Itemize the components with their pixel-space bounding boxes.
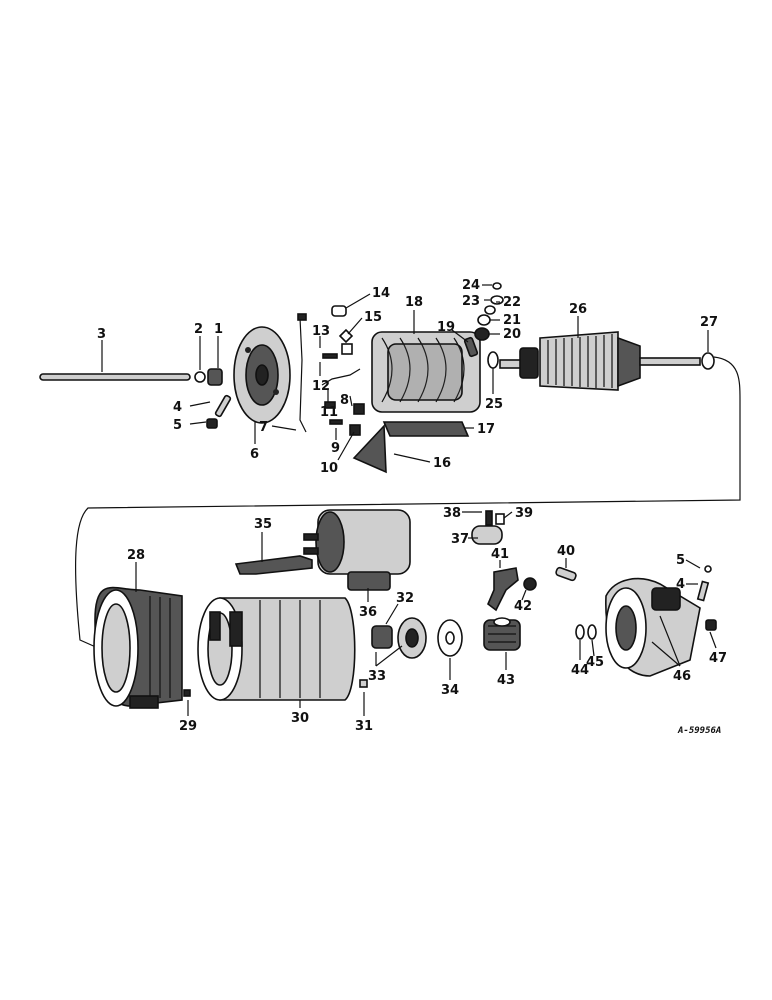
callout-23: 23 [462, 294, 480, 309]
washer-25-part [487, 351, 499, 369]
callout-26: 26 [569, 302, 587, 317]
bracket-35-part [234, 555, 313, 575]
callout-47: 47 [709, 651, 727, 666]
callout-6: 6 [250, 447, 259, 462]
callout-7: 7 [259, 420, 268, 435]
callout-40: 40 [557, 544, 575, 559]
callout-46: 46 [673, 669, 691, 684]
callout-1: 1 [214, 322, 223, 337]
washer-34-part [437, 619, 463, 657]
bracket-36-part [347, 571, 391, 591]
insulator-17-part [382, 421, 470, 437]
callout-5: 5 [173, 418, 182, 433]
commutator-end-plate-part [233, 326, 291, 424]
callout-25: 25 [485, 397, 503, 412]
callout-24: 24 [462, 278, 480, 293]
callout-38: 38 [443, 506, 461, 521]
washer-27-part [701, 352, 715, 370]
insulator-16-part [352, 424, 387, 474]
pin-plug-lower-part [696, 565, 717, 631]
bolt-40-part [555, 566, 577, 582]
callout-10: 10 [320, 461, 338, 476]
callout-44: 44 [571, 663, 589, 678]
pin-29-part [183, 689, 191, 697]
callout-35: 35 [254, 517, 272, 532]
nut-14-part [331, 305, 347, 317]
callout-41: 41 [491, 547, 509, 562]
plug-5-part [206, 418, 218, 429]
drive-end-housing-46-part [605, 577, 701, 677]
callout-19: 19 [437, 320, 455, 335]
callout-30: 30 [291, 711, 309, 726]
callout-39: 39 [515, 506, 533, 521]
callout-8: 8 [340, 393, 349, 408]
callout-labels: 3 2 1 4 5 6 7 8 9 10 11 12 13 14 15 16 1… [97, 278, 727, 734]
callout-9: 9 [331, 441, 340, 456]
callout-13: 13 [312, 324, 330, 339]
callout-11: 11 [320, 405, 338, 420]
callout-32: 32 [396, 591, 414, 606]
washer-2-part [194, 371, 206, 383]
callout-31: 31 [355, 719, 373, 734]
field-frame-18-part [371, 331, 481, 413]
callout-28: 28 [127, 548, 145, 563]
pin-4-part [214, 394, 232, 418]
drive-pinion-43-part [483, 617, 521, 651]
callout-18: 18 [405, 295, 423, 310]
frame-30-part [197, 597, 356, 701]
callout-17: 17 [477, 422, 495, 437]
callout-45: 45 [586, 655, 604, 670]
solenoid-part [303, 509, 411, 575]
plunger-37-part [471, 510, 505, 545]
callout-29: 29 [179, 719, 197, 734]
callout-37: 37 [451, 532, 469, 547]
callout-2: 2 [194, 322, 203, 337]
callout-27: 27 [700, 315, 718, 330]
drawing-code: A-59956A [677, 726, 721, 736]
armature-26-part [499, 331, 701, 391]
brush-holder-parts [321, 328, 365, 436]
callout-14: 14 [372, 286, 390, 301]
leader-lines [101, 284, 717, 716]
shift-lever-41-part [487, 567, 537, 612]
connector-line [75, 356, 741, 649]
callout-43: 43 [497, 673, 515, 688]
brush-lead-7-part [297, 313, 307, 433]
pin-31-part [359, 679, 368, 688]
callout-3: 3 [97, 327, 106, 342]
callout-4: 4 [173, 400, 182, 415]
callout-36: 36 [359, 605, 377, 620]
drive-housing-28-part [93, 586, 183, 709]
bushing-1-part [207, 368, 223, 386]
callout-4-lower: 4 [676, 577, 685, 592]
callout-34: 34 [441, 683, 459, 698]
callout-22: 22 [503, 295, 521, 310]
callout-5-lower: 5 [676, 553, 685, 568]
callout-33: 33 [368, 669, 386, 684]
callout-12: 12 [312, 379, 330, 394]
drive-sleeve-33-part [371, 617, 427, 659]
callout-15: 15 [364, 310, 382, 325]
callout-21: 21 [503, 313, 521, 328]
through-bolt-part [39, 373, 191, 381]
callout-16: 16 [433, 456, 451, 471]
callout-20: 20 [503, 327, 521, 342]
callout-42: 42 [514, 599, 532, 614]
washers-44-45-part [575, 624, 597, 640]
